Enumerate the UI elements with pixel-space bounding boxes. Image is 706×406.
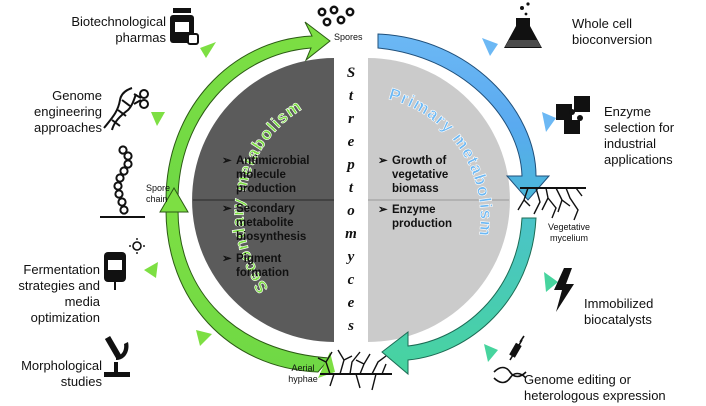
label-spores: Spores bbox=[334, 32, 363, 42]
primary-bullet-1: ➢Growth of vegetative biomass bbox=[378, 155, 449, 195]
app-immobilized: Immobilized biocatalysts bbox=[584, 296, 654, 327]
blue-chevrons bbox=[482, 38, 556, 132]
app-morphological: Morphological studies bbox=[21, 358, 102, 389]
aerial-hyphae-icon bbox=[317, 349, 392, 391]
center-letter: S bbox=[346, 65, 356, 81]
center-letter: s bbox=[348, 318, 354, 334]
blue-arc-top bbox=[377, 33, 551, 201]
app-enzyme-selection: Enzyme selection for industrial applicat… bbox=[604, 104, 675, 167]
vegetative-mycelium-icon bbox=[517, 187, 586, 221]
app-whole-cell: Whole cell bioconversion bbox=[572, 16, 653, 47]
center-letter: t bbox=[348, 88, 354, 104]
syringe-dna-icon bbox=[493, 335, 527, 384]
spores-icon bbox=[317, 5, 355, 27]
green-arc-top bbox=[165, 21, 331, 201]
lightning-icon bbox=[554, 268, 574, 312]
app-genome-editing: Genome editing or heterologous expressio… bbox=[524, 372, 666, 403]
center-letter: c bbox=[347, 272, 355, 288]
secondary-bullet-3: ➢Pigment formation bbox=[222, 253, 290, 279]
secondary-bullet-1: ➢Antimicrobial molecule production bbox=[222, 155, 310, 195]
center-letter: m bbox=[345, 226, 357, 242]
app-fermentation: Fermentation strategies and media optimi… bbox=[18, 262, 100, 325]
microscope-icon bbox=[104, 335, 130, 377]
label-spore-chain: Spore chain bbox=[146, 183, 171, 204]
puzzle-icon bbox=[556, 96, 590, 134]
center-letter: r bbox=[348, 111, 354, 127]
label-vegetative-mycelium: Vegetative mycelium bbox=[547, 222, 591, 243]
app-genome-engineering: Genome engineering approaches bbox=[34, 88, 102, 135]
secondary-bullet-2: ➢Secondary metabolite biosynthesis bbox=[222, 203, 307, 243]
fermentation-bag-icon bbox=[104, 238, 145, 290]
center-letter: y bbox=[347, 249, 355, 265]
app-biotech-pharmas: Biotechnological pharmas bbox=[71, 14, 166, 45]
teal-chevrons bbox=[484, 272, 558, 362]
dna-scissors-icon bbox=[103, 87, 149, 131]
label-aerial-hyphae: Aerial hyphae bbox=[288, 363, 318, 384]
teal-arc-bottom bbox=[381, 217, 537, 376]
center-letter: o bbox=[347, 203, 355, 219]
spore-chain-icon bbox=[100, 145, 145, 218]
center-letter: p bbox=[347, 157, 355, 173]
pill-bottle-icon bbox=[170, 8, 199, 45]
green-chevrons bbox=[144, 42, 216, 346]
center-letter: e bbox=[347, 134, 355, 150]
center-letter: e bbox=[347, 295, 355, 311]
flask-icon bbox=[504, 2, 542, 48]
primary-bullet-2: ➢Enzyme production bbox=[378, 204, 453, 230]
center-letter: t bbox=[348, 180, 354, 196]
